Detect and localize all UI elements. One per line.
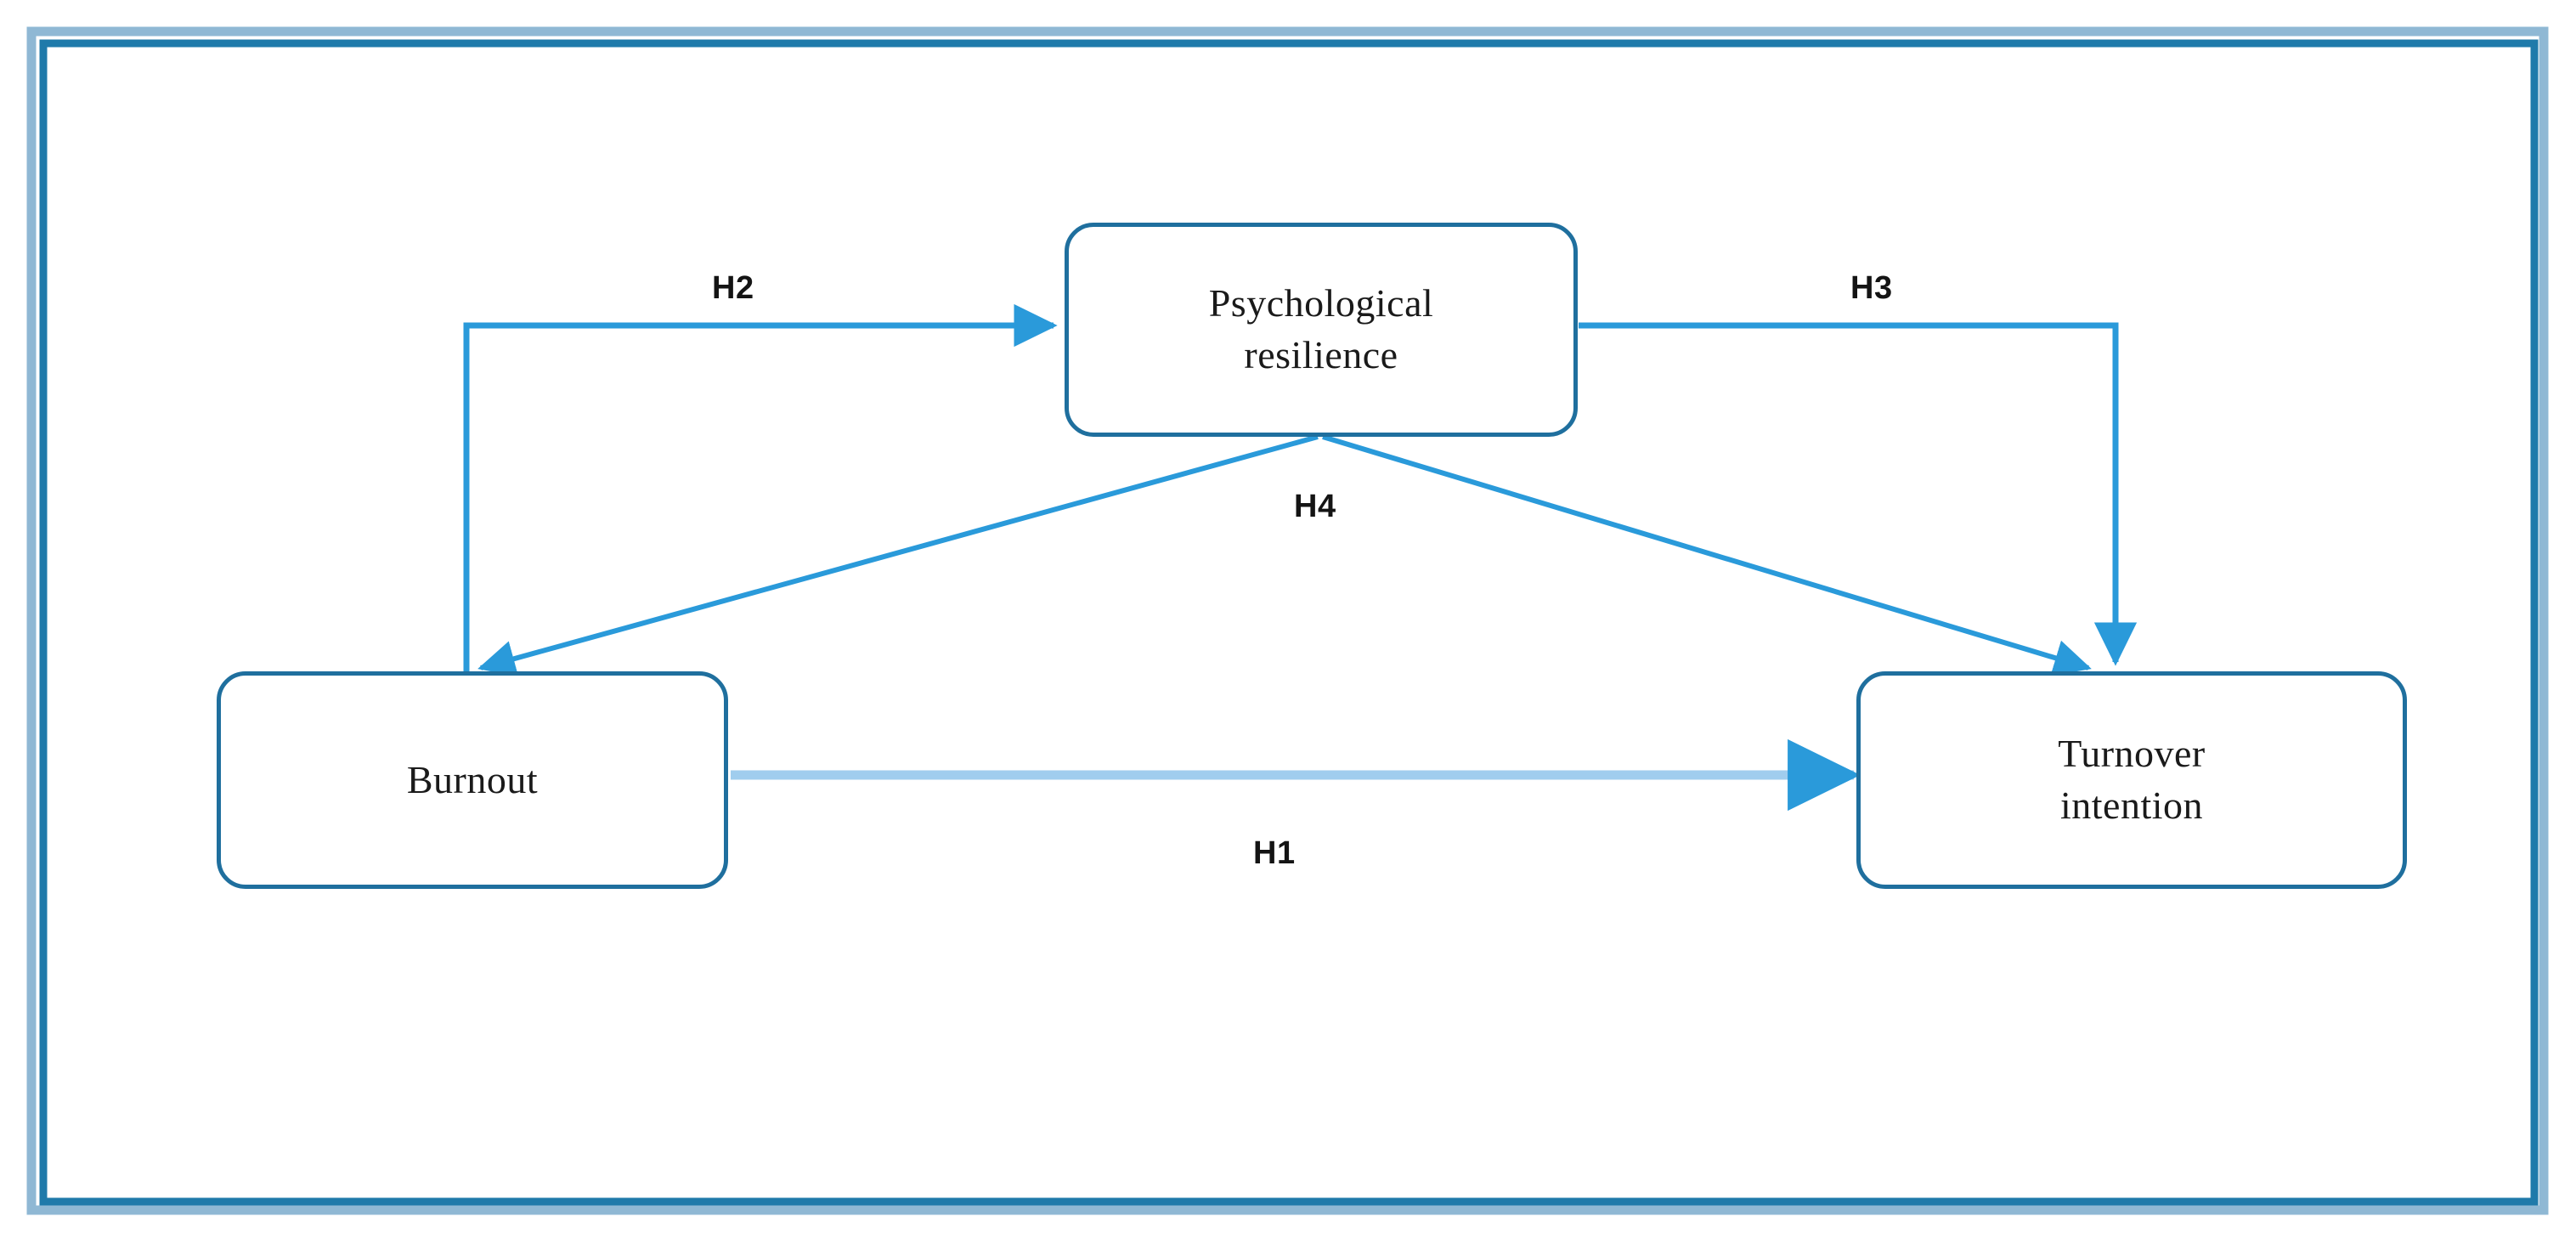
frame-outer-line <box>26 26 2549 1215</box>
edge-label-h4: H4 <box>1294 489 1336 524</box>
node-psychological-resilience[interactable]: Psychological resilience <box>1065 223 1578 437</box>
edge-h2-path <box>463 303 1058 671</box>
node-turnover-intention-label: Turnover intention <box>2058 732 2206 827</box>
edge-h4-right-diagonal <box>1322 434 2092 676</box>
node-burnout[interactable]: Burnout <box>217 671 728 889</box>
edge-h4-left-diagonal <box>477 434 1319 677</box>
edge-label-h3: H3 <box>1850 270 1893 306</box>
edge-label-h1: H1 <box>1253 835 1296 871</box>
edge-label-h2: H2 <box>712 270 754 306</box>
node-burnout-label: Burnout <box>406 757 539 801</box>
node-turnover-intention[interactable]: Turnover intention <box>1856 671 2407 889</box>
node-psychological-resilience-label: Psychological resilience <box>1208 281 1434 376</box>
edge-h3-path <box>1579 322 2138 666</box>
frame-inner-line <box>39 39 2539 1206</box>
